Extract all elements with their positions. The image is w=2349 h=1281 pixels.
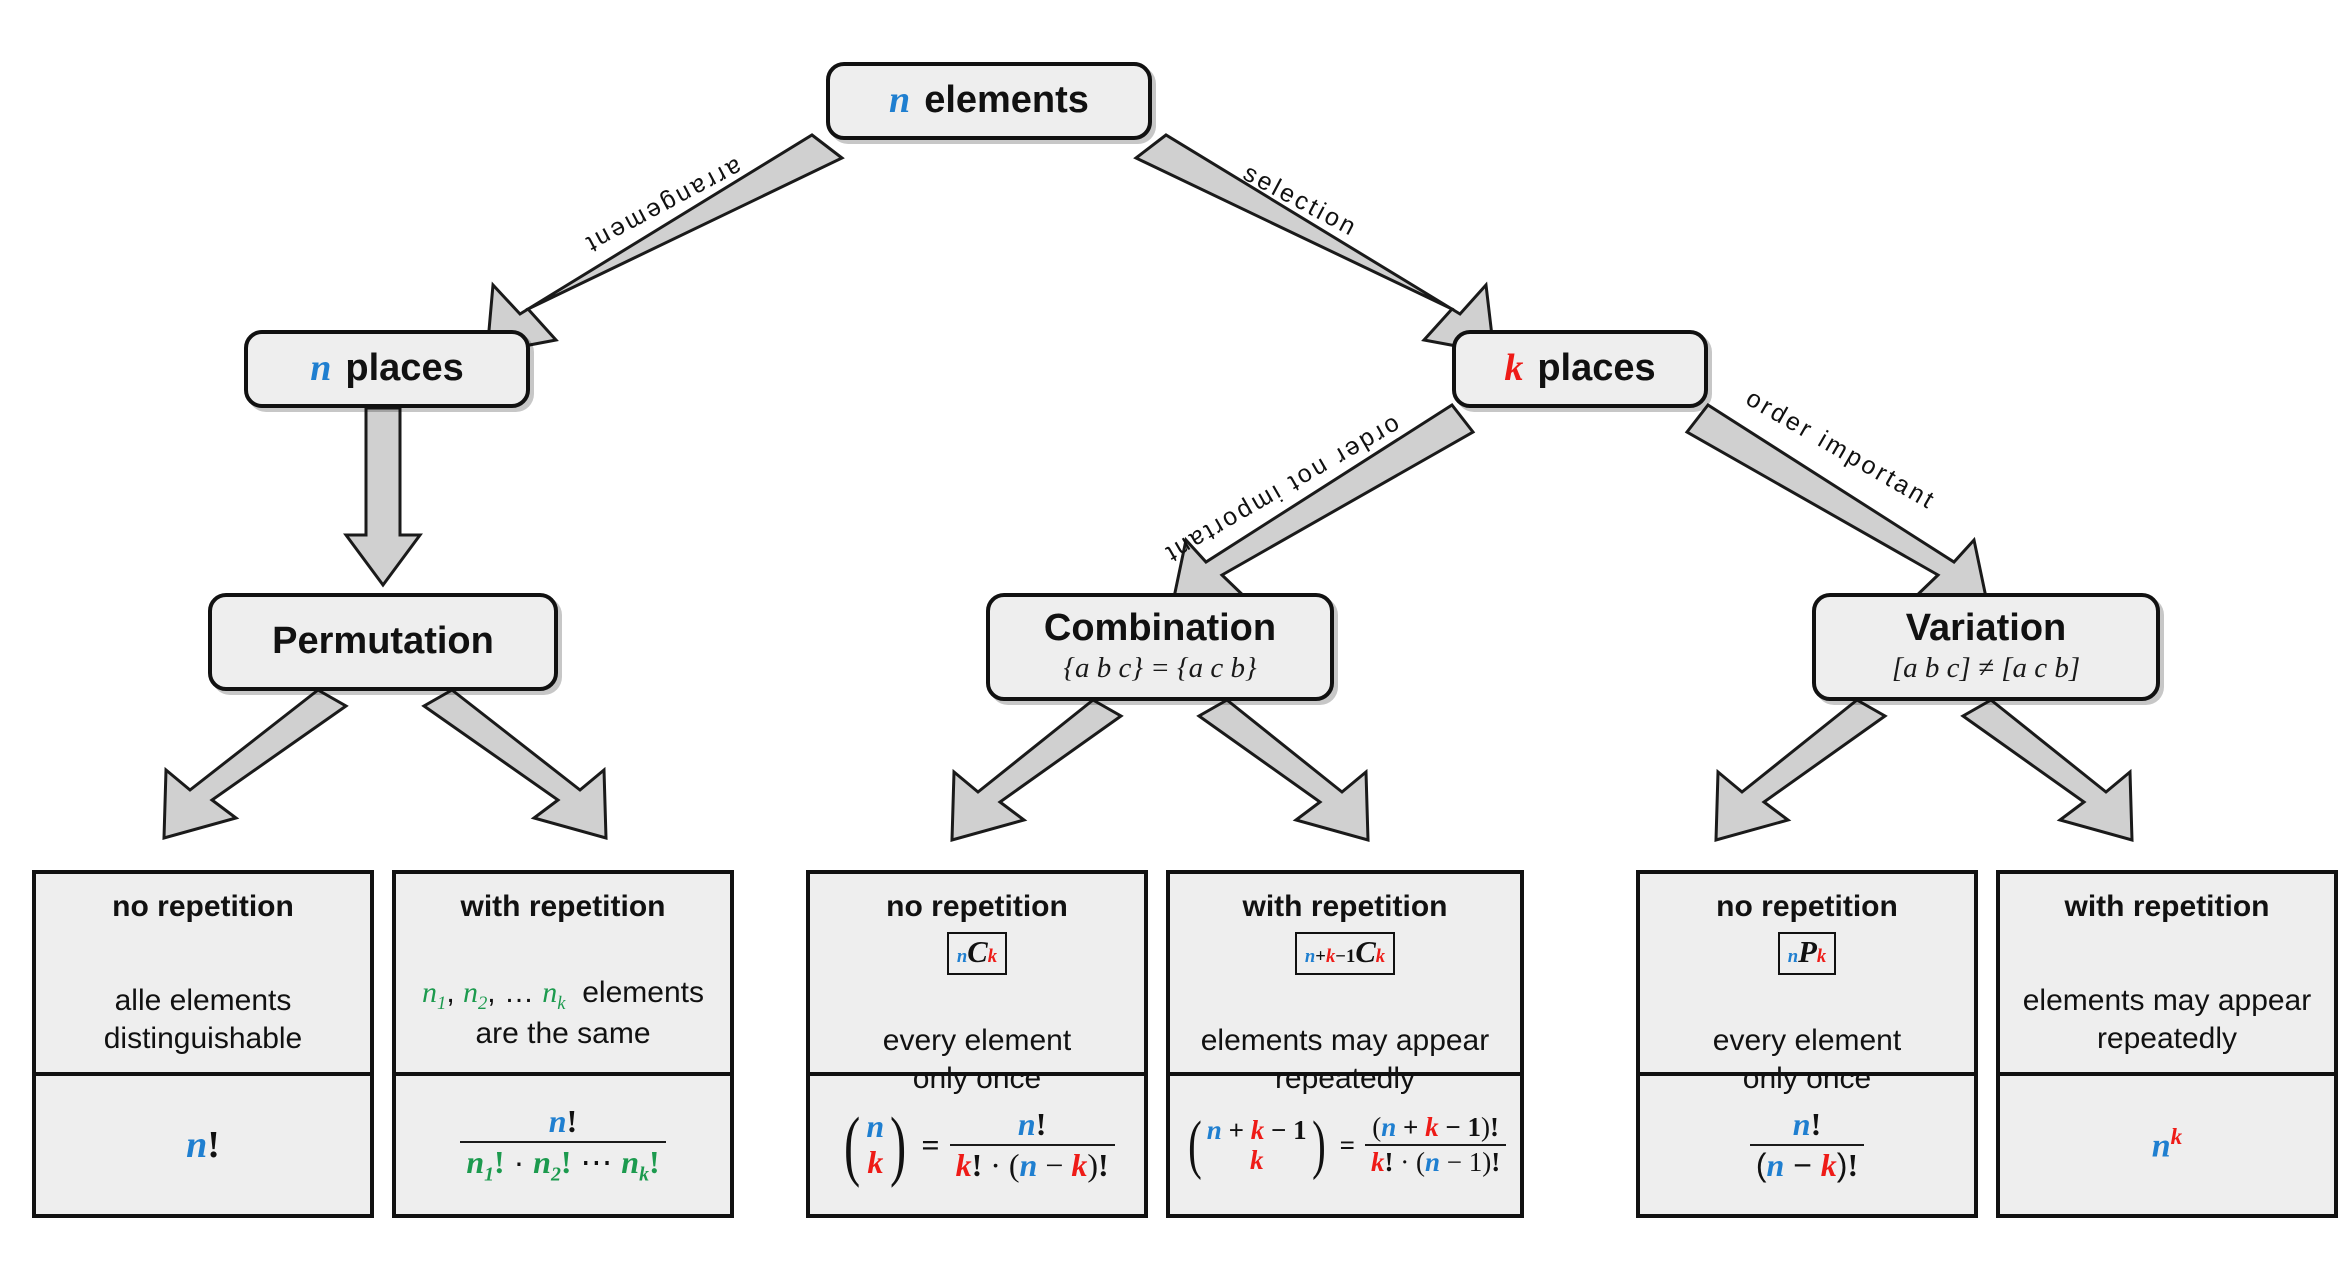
edge-label-selection: selection — [1238, 158, 1363, 243]
leaf-1-upper: no repetition alle elements distinguisha… — [36, 874, 370, 1072]
leaf-6-heading: with repetition — [2064, 890, 2270, 923]
leaf-3-desc-line1: every element — [882, 1024, 1072, 1057]
leaf-4-desc-line2: repeatedly — [1274, 1061, 1416, 1095]
edge-arrangement-arrow — [485, 133, 845, 355]
leaf-4-desc-line1: elements may appear — [1200, 1024, 1490, 1057]
combination-subtitle: {a b c} = {a c b} — [1063, 652, 1257, 685]
leaf-5-symbol-nPk: nPk — [1777, 932, 1837, 975]
leaf-5-desc-line2: only once — [1742, 1061, 1872, 1095]
leaf-3-description: every element only once — [810, 1022, 1144, 1097]
root-label: elements — [924, 79, 1089, 122]
leaf-1-heading: no repetition — [112, 890, 294, 923]
leaf-2-formula: n! n1! · n2! ⋯ nk! — [396, 1072, 730, 1214]
edge-perm-left-arrow — [162, 688, 349, 840]
leaf-2-upper: with repetition n1, n2, … nk elements ar… — [396, 874, 730, 1072]
leaf-6-desc-line1: elements may appear — [2022, 984, 2312, 1017]
edge-selection-arrow — [1133, 133, 1496, 355]
leaf-4-formula: ( n + k − 1 k ) = (n + k − 1)! k! · (n −… — [1170, 1072, 1520, 1214]
leaf-1-description: alle elements distinguishable — [36, 982, 370, 1057]
n-places-label: places — [345, 347, 464, 390]
leaf-2-description: n1, n2, … nk elements are the same — [396, 974, 730, 1053]
root-variable: n — [889, 79, 911, 122]
leaf-6-desc-line2: repeatedly — [2096, 1021, 2238, 1055]
variation-subtitle: [a b c] ≠ [a c b] — [1891, 652, 2081, 685]
leaf-variation-with-repetition[interactable]: with repetition elements may appear repe… — [1996, 870, 2338, 1218]
leaf-3-upper: no repetition nCk every element only onc… — [810, 874, 1144, 1095]
leaf-permutation-no-repetition[interactable]: no repetition alle elements distinguisha… — [32, 870, 374, 1218]
edge-comb-left-arrow — [950, 698, 1124, 842]
edge-var-left-arrow — [1714, 698, 1888, 842]
edge-label-arrangement: arrangement — [579, 152, 747, 260]
n-places-variable: n — [310, 347, 332, 390]
leaf-3-desc-line2: only once — [912, 1061, 1042, 1095]
leaf-5-upper: no repetition nPk every element only onc… — [1640, 874, 1974, 1095]
leaf-4-symbol-n-plus-k-minus-1-C-k: n+k−1Ck — [1294, 932, 1396, 975]
k-places-variable: k — [1504, 347, 1524, 390]
node-n-elements[interactable]: n elements — [826, 62, 1152, 140]
leaf-5-description: every element only once — [1640, 1022, 1974, 1097]
edge-perm-right-arrow — [421, 688, 608, 840]
combination-title: Combination — [1043, 606, 1277, 649]
leaf-3-symbol-nCk: nCk — [946, 932, 1008, 975]
leaf-3-heading: no repetition — [886, 890, 1068, 923]
leaf-5-formula: n! (n − k)! — [1640, 1072, 1974, 1214]
edge-label-order-not-important: order not important — [1158, 410, 1406, 570]
permutation-title: Permutation — [272, 620, 494, 663]
node-variation[interactable]: Variation [a b c] ≠ [a c b] — [1812, 593, 2160, 701]
edge-comb-right-arrow — [1196, 698, 1370, 842]
edge-nplaces-permutation-arrow — [343, 406, 423, 588]
leaf-1-formula: n! — [36, 1072, 370, 1214]
leaf-permutation-with-repetition[interactable]: with repetition n1, n2, … nk elements ar… — [392, 870, 734, 1218]
leaf-2-desc-line2: are the same — [475, 1017, 651, 1051]
leaf-1-desc-line2: distinguishable — [103, 1021, 303, 1055]
leaf-4-heading: with repetition — [1242, 890, 1448, 923]
leaf-1-desc-line1: alle elements — [114, 984, 292, 1017]
node-combination[interactable]: Combination {a b c} = {a c b} — [986, 593, 1334, 701]
node-permutation[interactable]: Permutation — [208, 593, 558, 691]
leaf-3-formula: ( n k ) = n! k! · (n − k)! — [810, 1072, 1144, 1214]
edge-label-order-important: order important — [1741, 383, 1942, 516]
leaf-5-desc-line1: every element — [1712, 1024, 1902, 1057]
leaf-4-description: elements may appear repeatedly — [1170, 1022, 1520, 1097]
variation-title: Variation — [1905, 606, 2067, 649]
leaf-variation-no-repetition[interactable]: no repetition nPk every element only onc… — [1636, 870, 1978, 1218]
leaf-combination-no-repetition[interactable]: no repetition nCk every element only onc… — [806, 870, 1148, 1218]
leaf-6-formula: nk — [2000, 1072, 2334, 1214]
leaf-6-upper: with repetition elements may appear repe… — [2000, 874, 2334, 1072]
leaf-6-description: elements may appear repeatedly — [2000, 982, 2334, 1057]
edge-order-not-important-arrow — [1170, 403, 1476, 609]
leaf-4-upper: with repetition n+k−1Ck elements may app… — [1170, 874, 1520, 1095]
leaf-2-desc-line1: n1, n2, … nk elements — [422, 976, 704, 1014]
leaf-2-heading: with repetition — [460, 890, 666, 923]
leaf-5-heading: no repetition — [1716, 890, 1898, 923]
edge-var-right-arrow — [1960, 698, 2134, 842]
leaf-combination-with-repetition[interactable]: with repetition n+k−1Ck elements may app… — [1166, 870, 1524, 1218]
k-places-label: places — [1537, 347, 1656, 390]
